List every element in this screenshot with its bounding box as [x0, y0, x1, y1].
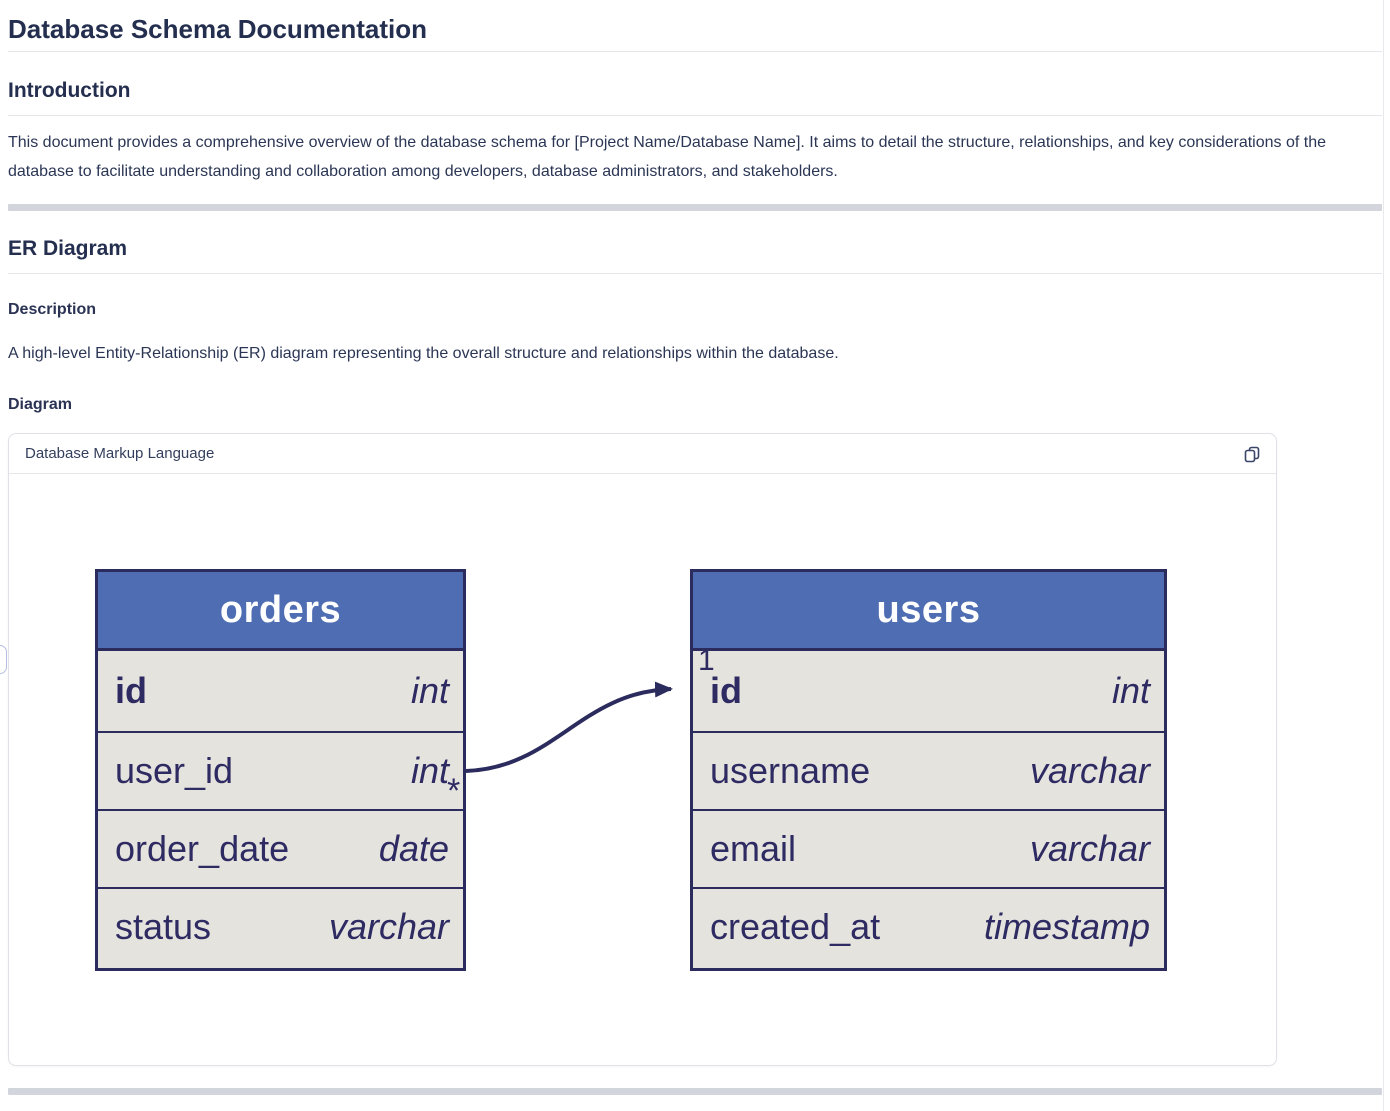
field-type: int [410, 750, 449, 791]
copy-button[interactable] [1238, 440, 1266, 468]
field-type: timestamp [983, 906, 1150, 947]
field-name: order_date [115, 828, 290, 869]
field-name: created_at [710, 906, 881, 947]
table-row: email varchar [693, 809, 1164, 887]
heading-er-diagram: ER Diagram [8, 236, 1382, 274]
field-name: user_id [115, 750, 234, 791]
field-name: id [710, 670, 742, 711]
content-right-border [1383, 0, 1384, 1111]
cardinality-many-label: * [447, 772, 461, 810]
page-title: Database Schema Documentation [8, 13, 1382, 52]
cardinality-one-label: 1 [698, 644, 715, 677]
field-type: int [1111, 670, 1150, 711]
section-divider [8, 204, 1382, 211]
section-divider [8, 1088, 1382, 1095]
field-type: varchar [1029, 828, 1150, 869]
field-type: varchar [328, 906, 449, 947]
code-language-label: Database Markup Language [25, 445, 215, 462]
diagram-code-block: Database Markup Language orders [8, 433, 1277, 1066]
er-table-users-title: users [693, 572, 1164, 651]
field-name: email [710, 828, 797, 869]
field-name: username [710, 750, 871, 791]
er-table-orders: orders id int user_id int order_date dat… [95, 569, 466, 971]
table-row: order_date date [98, 809, 463, 887]
heading-introduction: Introduction [8, 78, 1382, 116]
field-type: varchar [1029, 750, 1150, 791]
table-row: username varchar [693, 731, 1164, 809]
field-type: date [378, 828, 449, 869]
description-paragraph: A high-level Entity-Relationship (ER) di… [8, 345, 839, 362]
heading-diagram: Diagram [8, 396, 73, 413]
table-row: id int [98, 651, 463, 731]
field-type: int [410, 670, 449, 711]
table-row: status varchar [98, 887, 463, 965]
field-name: status [115, 906, 212, 947]
copy-icon [1244, 446, 1260, 462]
introduction-paragraph: This document provides a comprehensive o… [8, 134, 1326, 180]
code-block-header: Database Markup Language [9, 434, 1276, 474]
heading-description: Description [8, 301, 97, 318]
table-row: created_at timestamp [693, 887, 1164, 965]
table-row: id int [693, 651, 1164, 731]
er-diagram-canvas: orders id int user_id int order_date dat… [9, 474, 1276, 1065]
er-table-orders-title: orders [98, 572, 463, 651]
field-name: id [115, 670, 147, 711]
table-row: user_id int [98, 731, 463, 809]
er-table-users: users id int username varchar email varc… [690, 569, 1167, 971]
page-edge-handle[interactable] [0, 645, 7, 674]
